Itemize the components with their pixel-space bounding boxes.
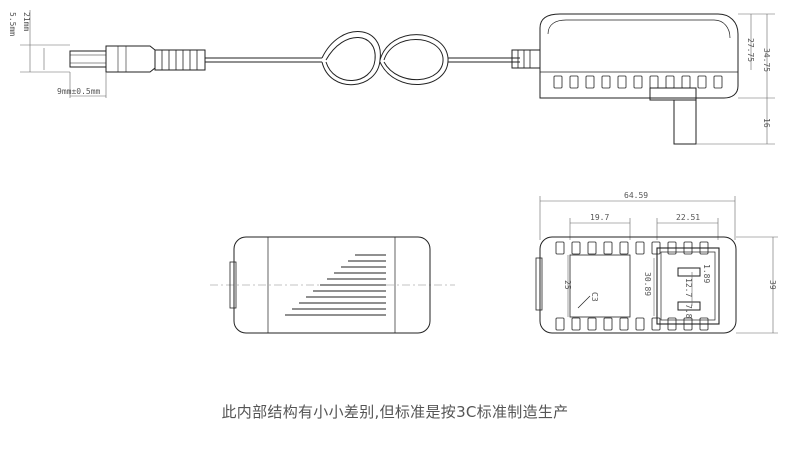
dim-plug-length: 9mm±0.5mm — [57, 87, 101, 96]
dim-plug-height: 5.5mm — [8, 12, 17, 36]
dim-pin-span: 30.89 — [643, 272, 652, 296]
dim-pin-thickness: 7.8 — [684, 304, 693, 319]
dc-plug-side-view — [20, 10, 206, 98]
dim-front-height: 39 — [768, 280, 777, 290]
dim-front-width: 64.59 — [624, 191, 648, 200]
dim-pin-width: 1.89 — [702, 264, 711, 283]
adapter-top-view — [210, 236, 455, 334]
dim-front-inner-height: 25 — [563, 280, 572, 290]
caption-text: 此内部结构有小小差别,但标准是按3C标准制造生产 — [221, 403, 569, 421]
adapter-side-view-top — [511, 13, 775, 145]
dim-adapter-body-height: 27.75 — [746, 38, 755, 62]
dim-adapter-total-height: 34.75 — [762, 48, 771, 72]
label-marker: C3 — [590, 292, 599, 302]
cable — [205, 31, 520, 86]
dim-plug-width: 21mm — [22, 12, 31, 31]
dim-front-left-offset: 19.7 — [590, 213, 609, 222]
dim-front-right-offset: 22.51 — [676, 213, 700, 222]
adapter-front-view — [535, 196, 778, 334]
dim-pin-pitch: 12.7 — [684, 278, 693, 297]
dim-pin-length: 16 — [762, 118, 771, 128]
